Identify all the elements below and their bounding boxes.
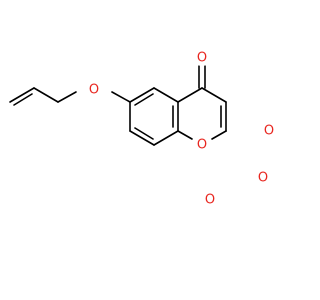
bond bbox=[201, 87, 227, 103]
svg-text:O: O bbox=[197, 138, 207, 153]
bond bbox=[177, 87, 203, 103]
bond bbox=[153, 87, 179, 103]
benzo-ring bbox=[129, 87, 179, 146]
svg-text:O: O bbox=[264, 124, 274, 139]
bond bbox=[129, 87, 155, 103]
double-bond-inner bbox=[134, 93, 154, 106]
allyloxy-oxygen-label: O bbox=[86, 82, 102, 98]
svg-text:O: O bbox=[89, 83, 99, 98]
methoxy-4-oxygen-label: O bbox=[255, 170, 271, 186]
bond bbox=[153, 130, 179, 146]
bond bbox=[33, 87, 59, 103]
bond bbox=[177, 130, 193, 140]
atom-labels: O O O O O O bbox=[86, 50, 277, 208]
double-bond-inner bbox=[134, 127, 154, 140]
bond bbox=[211, 130, 227, 140]
bond bbox=[111, 91, 131, 103]
svg-text:O: O bbox=[258, 171, 268, 186]
methoxy-5-oxygen-label: O bbox=[202, 192, 218, 208]
molecule-drawing: O O O O O O bbox=[9, 50, 277, 208]
svg-text:O: O bbox=[197, 51, 207, 66]
pyranone-ring bbox=[177, 65, 227, 140]
svg-text:O: O bbox=[205, 193, 215, 208]
methoxy-3-oxygen-label: O bbox=[261, 123, 277, 139]
double-bond-inner bbox=[13, 93, 33, 106]
bond bbox=[57, 91, 77, 103]
bond bbox=[9, 87, 35, 103]
carbonyl-oxygen-label: O bbox=[194, 50, 210, 66]
allyloxy-group bbox=[9, 87, 131, 106]
structure-canvas: O O O O O O bbox=[9, 50, 277, 208]
bond bbox=[129, 130, 155, 146]
ring-oxygen-label: O bbox=[194, 137, 210, 153]
